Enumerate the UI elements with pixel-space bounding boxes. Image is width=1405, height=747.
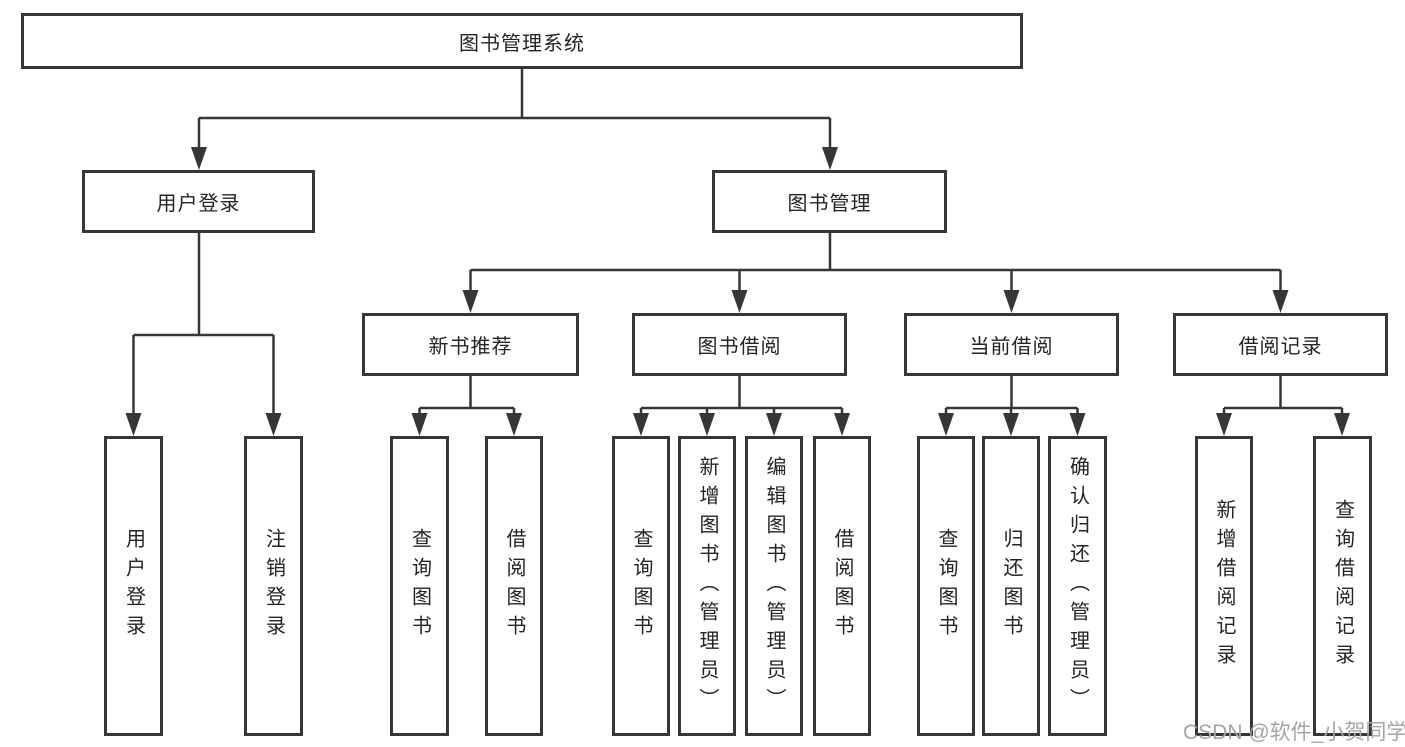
- leaf-search-borrow-record: 查询借阅记录: [1313, 436, 1372, 736]
- node-label: 查询借阅记录: [1331, 499, 1354, 673]
- leaf-borrow-books-borrowing: 借阅图书: [813, 436, 871, 736]
- node-label: 图书借阅: [697, 336, 782, 358]
- node-label: 图书管理: [787, 193, 872, 215]
- node-new-book-recommendation: 新书推荐: [362, 313, 579, 376]
- arrowheads: [125, 147, 1350, 436]
- leaf-confirm-return-admin: 确认归还（管理员）: [1048, 436, 1107, 736]
- node-label: 用户登录: [156, 193, 241, 215]
- node-label: 查询图书: [408, 528, 431, 644]
- node-label: 确认归还（管理员）: [1066, 455, 1089, 717]
- node-label: 注销登录: [262, 528, 285, 644]
- leaf-add-book-admin: 新增图书（管理员）: [678, 436, 736, 736]
- node-label: 借阅图书: [831, 528, 853, 644]
- node-label: 当前借阅: [969, 336, 1054, 358]
- node-label: 图书管理系统: [459, 32, 585, 55]
- leaf-edit-book-admin: 编辑图书（管理员）: [745, 436, 803, 736]
- node-label: 用户登录: [122, 528, 145, 644]
- node-book-borrowing: 图书借阅: [632, 313, 847, 376]
- leaf-search-books-borrowing: 查询图书: [612, 436, 670, 736]
- leaf-logout: 注销登录: [244, 436, 303, 736]
- node-borrowing-records: 借阅记录: [1173, 313, 1388, 376]
- node-book-management: 图书管理: [712, 170, 947, 233]
- node-label: 新增借阅记录: [1213, 499, 1235, 673]
- leaf-search-books-current: 查询图书: [917, 436, 975, 736]
- node-label: 归还图书: [1000, 528, 1022, 644]
- csdn-watermark: CSDN @软件_小贺同学: [1183, 721, 1405, 744]
- leaf-borrow-books-recommend: 借阅图书: [485, 436, 543, 736]
- node-label: 借阅记录: [1238, 336, 1323, 358]
- leaf-user-login: 用户登录: [104, 436, 163, 736]
- node-label: 新书推荐: [428, 336, 513, 358]
- node-current-borrowing: 当前借阅: [904, 313, 1119, 376]
- node-user-login: 用户登录: [82, 170, 315, 233]
- node-label: 查询图书: [935, 528, 957, 644]
- leaf-add-borrow-record: 新增借阅记录: [1195, 436, 1253, 736]
- node-label: 查询图书: [630, 528, 652, 644]
- node-label: 新增图书（管理员）: [696, 455, 718, 717]
- node-label: 借阅图书: [503, 528, 525, 644]
- leaf-search-books-recommend: 查询图书: [390, 436, 449, 736]
- leaf-return-book: 归还图书: [982, 436, 1040, 736]
- node-label: 编辑图书（管理员）: [763, 455, 785, 717]
- node-library-management-system: 图书管理系统: [21, 13, 1023, 69]
